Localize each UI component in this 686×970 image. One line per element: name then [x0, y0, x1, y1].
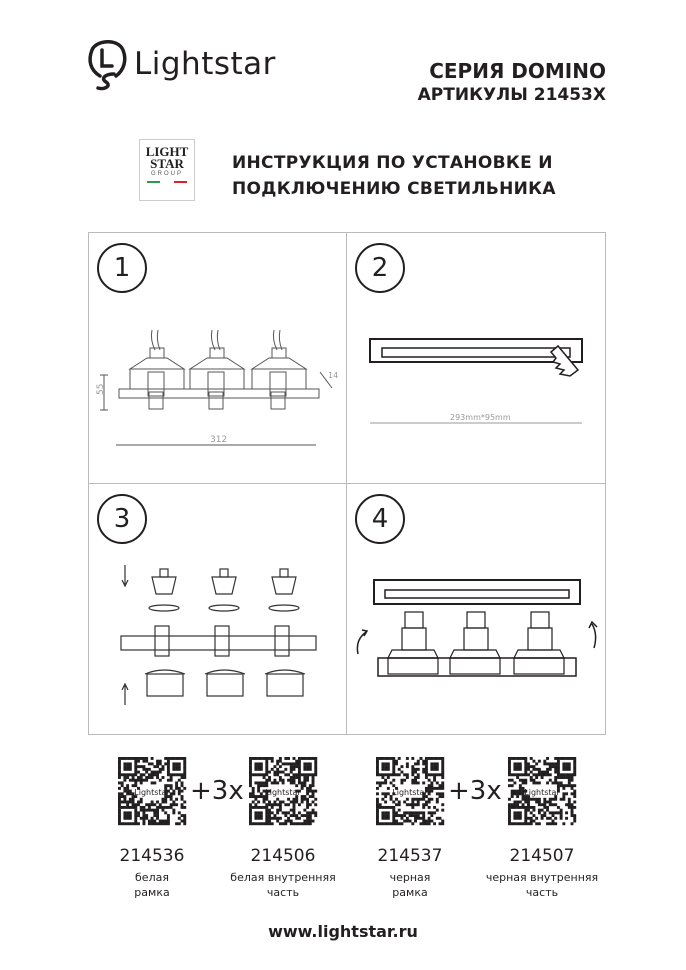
step-number-1: 1: [97, 243, 147, 293]
dim-depth: 14: [328, 371, 338, 380]
bulb-logo-icon: [88, 40, 127, 91]
part-code: 214537: [377, 846, 443, 866]
step-number-4: 4: [355, 494, 405, 544]
cutout-size: 293mm*95mm: [450, 413, 511, 422]
dim-width: 312: [210, 435, 227, 445]
part-code: 214506: [250, 846, 316, 866]
part-code: 214507: [509, 846, 575, 866]
group-logo-line1: LIGHT: [145, 144, 189, 159]
multiplier-label: +3x: [190, 776, 244, 806]
group-logo-line2: STAR: [150, 156, 184, 171]
qr-brand-label: Lightstar: [392, 788, 428, 797]
italian-flag-icon: [147, 181, 187, 183]
qr-brand-label: Lightstar: [265, 788, 301, 797]
grid-divider: [88, 483, 606, 484]
qr-code-214537[interactable]: Lightstar: [376, 757, 445, 826]
step-number-3: 3: [97, 494, 147, 544]
qr-brand-label: Lightstar: [134, 788, 170, 797]
brand-logo: Lightstar: [88, 36, 276, 92]
instruction-title-line1: ИНСТРУКЦИЯ ПО УСТАНОВКЕ И: [232, 153, 553, 173]
series-heading: СЕРИЯ DOMINO АРТИКУЛЫ 21453X: [418, 58, 606, 106]
qr-code-214536[interactable]: Lightstar: [118, 757, 187, 826]
step-number-2: 2: [355, 243, 405, 293]
brand-name: Lightstar: [134, 46, 276, 82]
qr-code-214507[interactable]: Lightstar: [508, 757, 577, 826]
instruction-title: ИНСТРУКЦИЯ ПО УСТАНОВКЕ И ПОДКЛЮЧЕНИЮ СВ…: [232, 150, 556, 202]
multiplier-label: +3x: [448, 776, 502, 806]
website-link[interactable]: www.lightstar.ru: [268, 922, 418, 941]
qr-brand-label: Lightstar: [524, 788, 560, 797]
series-title: СЕРИЯ DOMINO: [429, 59, 606, 83]
lightstar-group-logo: LIGHT STAR GROUP: [139, 139, 195, 201]
instruction-title-line2: ПОДКЛЮЧЕНИЮ СВЕТИЛЬНИКА: [232, 179, 556, 199]
dim-height: 55: [96, 384, 106, 395]
part-code: 214536: [119, 846, 185, 866]
group-logo-line3: GROUP: [150, 171, 183, 177]
articles-title: АРТИКУЛЫ 21453X: [417, 85, 606, 105]
qr-code-214506[interactable]: Lightstar: [249, 757, 318, 826]
